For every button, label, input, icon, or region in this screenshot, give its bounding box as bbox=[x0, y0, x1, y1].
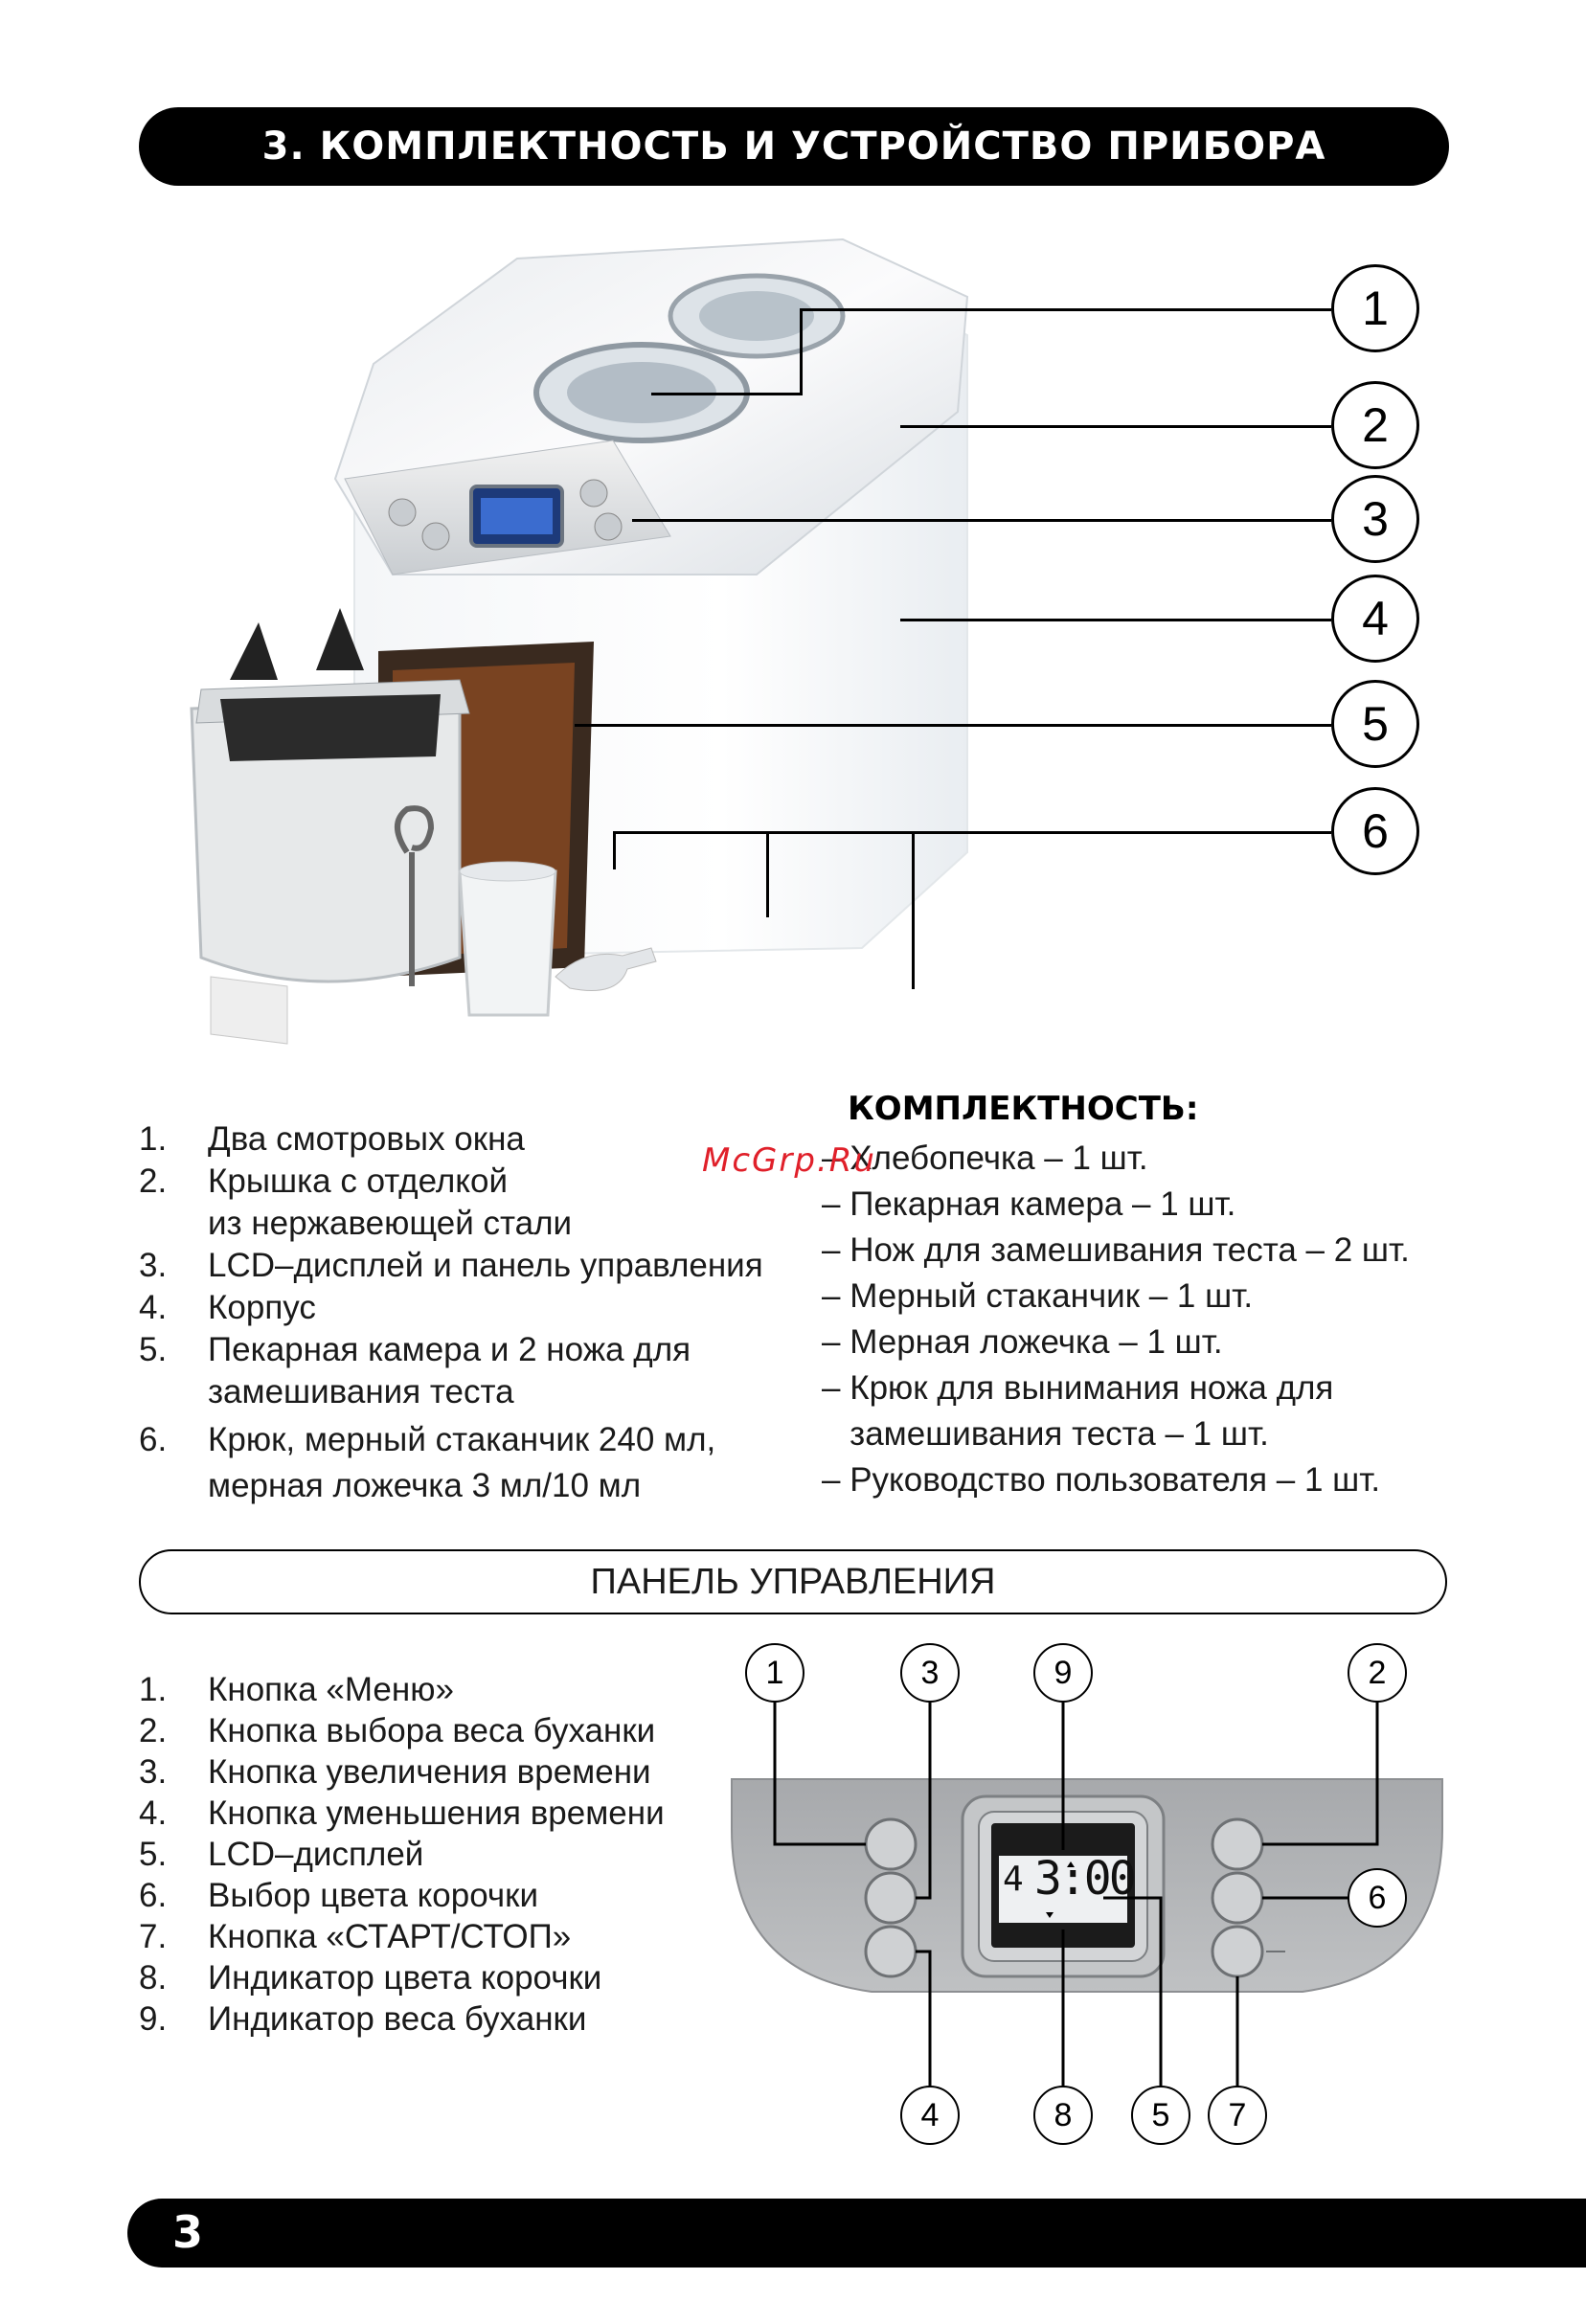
panel-callout-2: 2 bbox=[1348, 1643, 1407, 1703]
callout-line-5 bbox=[575, 724, 1331, 727]
device-callout-1: 1 bbox=[1331, 264, 1419, 352]
kit-item: – Мерный стаканчик – 1 шт. bbox=[822, 1277, 1254, 1315]
callout-line-2 bbox=[900, 425, 1331, 428]
device-callout-2: 2 bbox=[1331, 381, 1419, 469]
panel-callout-1: 1 bbox=[745, 1643, 804, 1703]
panel-header: ПАНЕЛЬ УПРАВЛЕНИЯ bbox=[139, 1549, 1447, 1614]
panel-callout-7: 7 bbox=[1208, 2086, 1267, 2145]
loaf-weight-button bbox=[1211, 1817, 1264, 1871]
measuring-cup bbox=[458, 869, 557, 1017]
kit-item: – Крюк для вынимания ножа для bbox=[822, 1369, 1334, 1407]
watermark: McGrp.Ru bbox=[702, 1141, 876, 1180]
callout-line-3 bbox=[632, 519, 1331, 522]
control-panel-drawing bbox=[731, 1691, 1443, 2097]
device-parts-list: 1.Два смотровых окна 2.Крышка с отделкой… bbox=[139, 1120, 763, 1504]
kit-item: – Нож для замешивания теста – 2 шт. bbox=[822, 1231, 1410, 1269]
callout-line-6 bbox=[613, 831, 1331, 834]
measuring-spoon bbox=[555, 947, 657, 991]
panel-callout-9: 9 bbox=[1033, 1643, 1093, 1703]
lcd-program-digit: 4 bbox=[1003, 1860, 1024, 1899]
callout-line-1 bbox=[800, 308, 1331, 311]
device-callout-5: 5 bbox=[1331, 680, 1419, 768]
hook bbox=[395, 805, 435, 986]
device-callout-4: 4 bbox=[1331, 575, 1419, 663]
kit-item: – Хлебопечка – 1 шт. bbox=[822, 1139, 1148, 1177]
start-stop-button bbox=[1211, 1925, 1264, 1978]
kit-item: – Мерная ложечка – 1 шт. bbox=[822, 1323, 1223, 1361]
menu-button bbox=[864, 1817, 918, 1871]
page-number: 3 bbox=[172, 2206, 204, 2258]
section-header: 3. КОМПЛЕКТНОСТЬ И УСТРОЙСТВО ПРИБОРА bbox=[139, 107, 1449, 186]
kit-item: – Руководство пользователя – 1 шт. bbox=[822, 1461, 1381, 1499]
footer-bar bbox=[127, 2199, 1586, 2268]
panel-callout-3: 3 bbox=[900, 1643, 960, 1703]
panel-callout-8: 8 bbox=[1033, 2086, 1093, 2145]
bread-maker-illustration bbox=[190, 237, 969, 1045]
control-panel-diagram: 4 3:00 1 3 9 2 6 4 8 5 7 bbox=[728, 1643, 1446, 2145]
panel-header-title: ПАНЕЛЬ УПРАВЛЕНИЯ bbox=[590, 1561, 996, 1602]
panel-callout-6: 6 bbox=[1348, 1868, 1407, 1928]
lcd-time: 3:00 bbox=[1034, 1852, 1137, 1906]
kit-title: КОМПЛЕКТНОСТЬ: bbox=[848, 1090, 1199, 1128]
kit-item: замешивания теста – 1 шт. bbox=[822, 1415, 1269, 1453]
panel-callout-5: 5 bbox=[1131, 2086, 1190, 2145]
device-callout-6: 6 bbox=[1331, 787, 1419, 875]
device-callout-3: 3 bbox=[1331, 475, 1419, 563]
crust-color-button bbox=[1211, 1871, 1264, 1925]
panel-items-list: 1.Кнопка «Меню» 2.Кнопка выбора веса бух… bbox=[139, 1671, 665, 2038]
time-up-button bbox=[864, 1871, 918, 1925]
time-down-button bbox=[864, 1925, 918, 1978]
panel-callout-4: 4 bbox=[900, 2086, 960, 2145]
kit-item: – Пекарная камера – 1 шт. bbox=[822, 1185, 1236, 1223]
section-header-title: 3. КОМПЛЕКТНОСТЬ И УСТРОЙСТВО ПРИБОРА bbox=[261, 124, 1326, 169]
callout-line-4 bbox=[900, 619, 1331, 621]
bread-pan bbox=[190, 697, 462, 983]
